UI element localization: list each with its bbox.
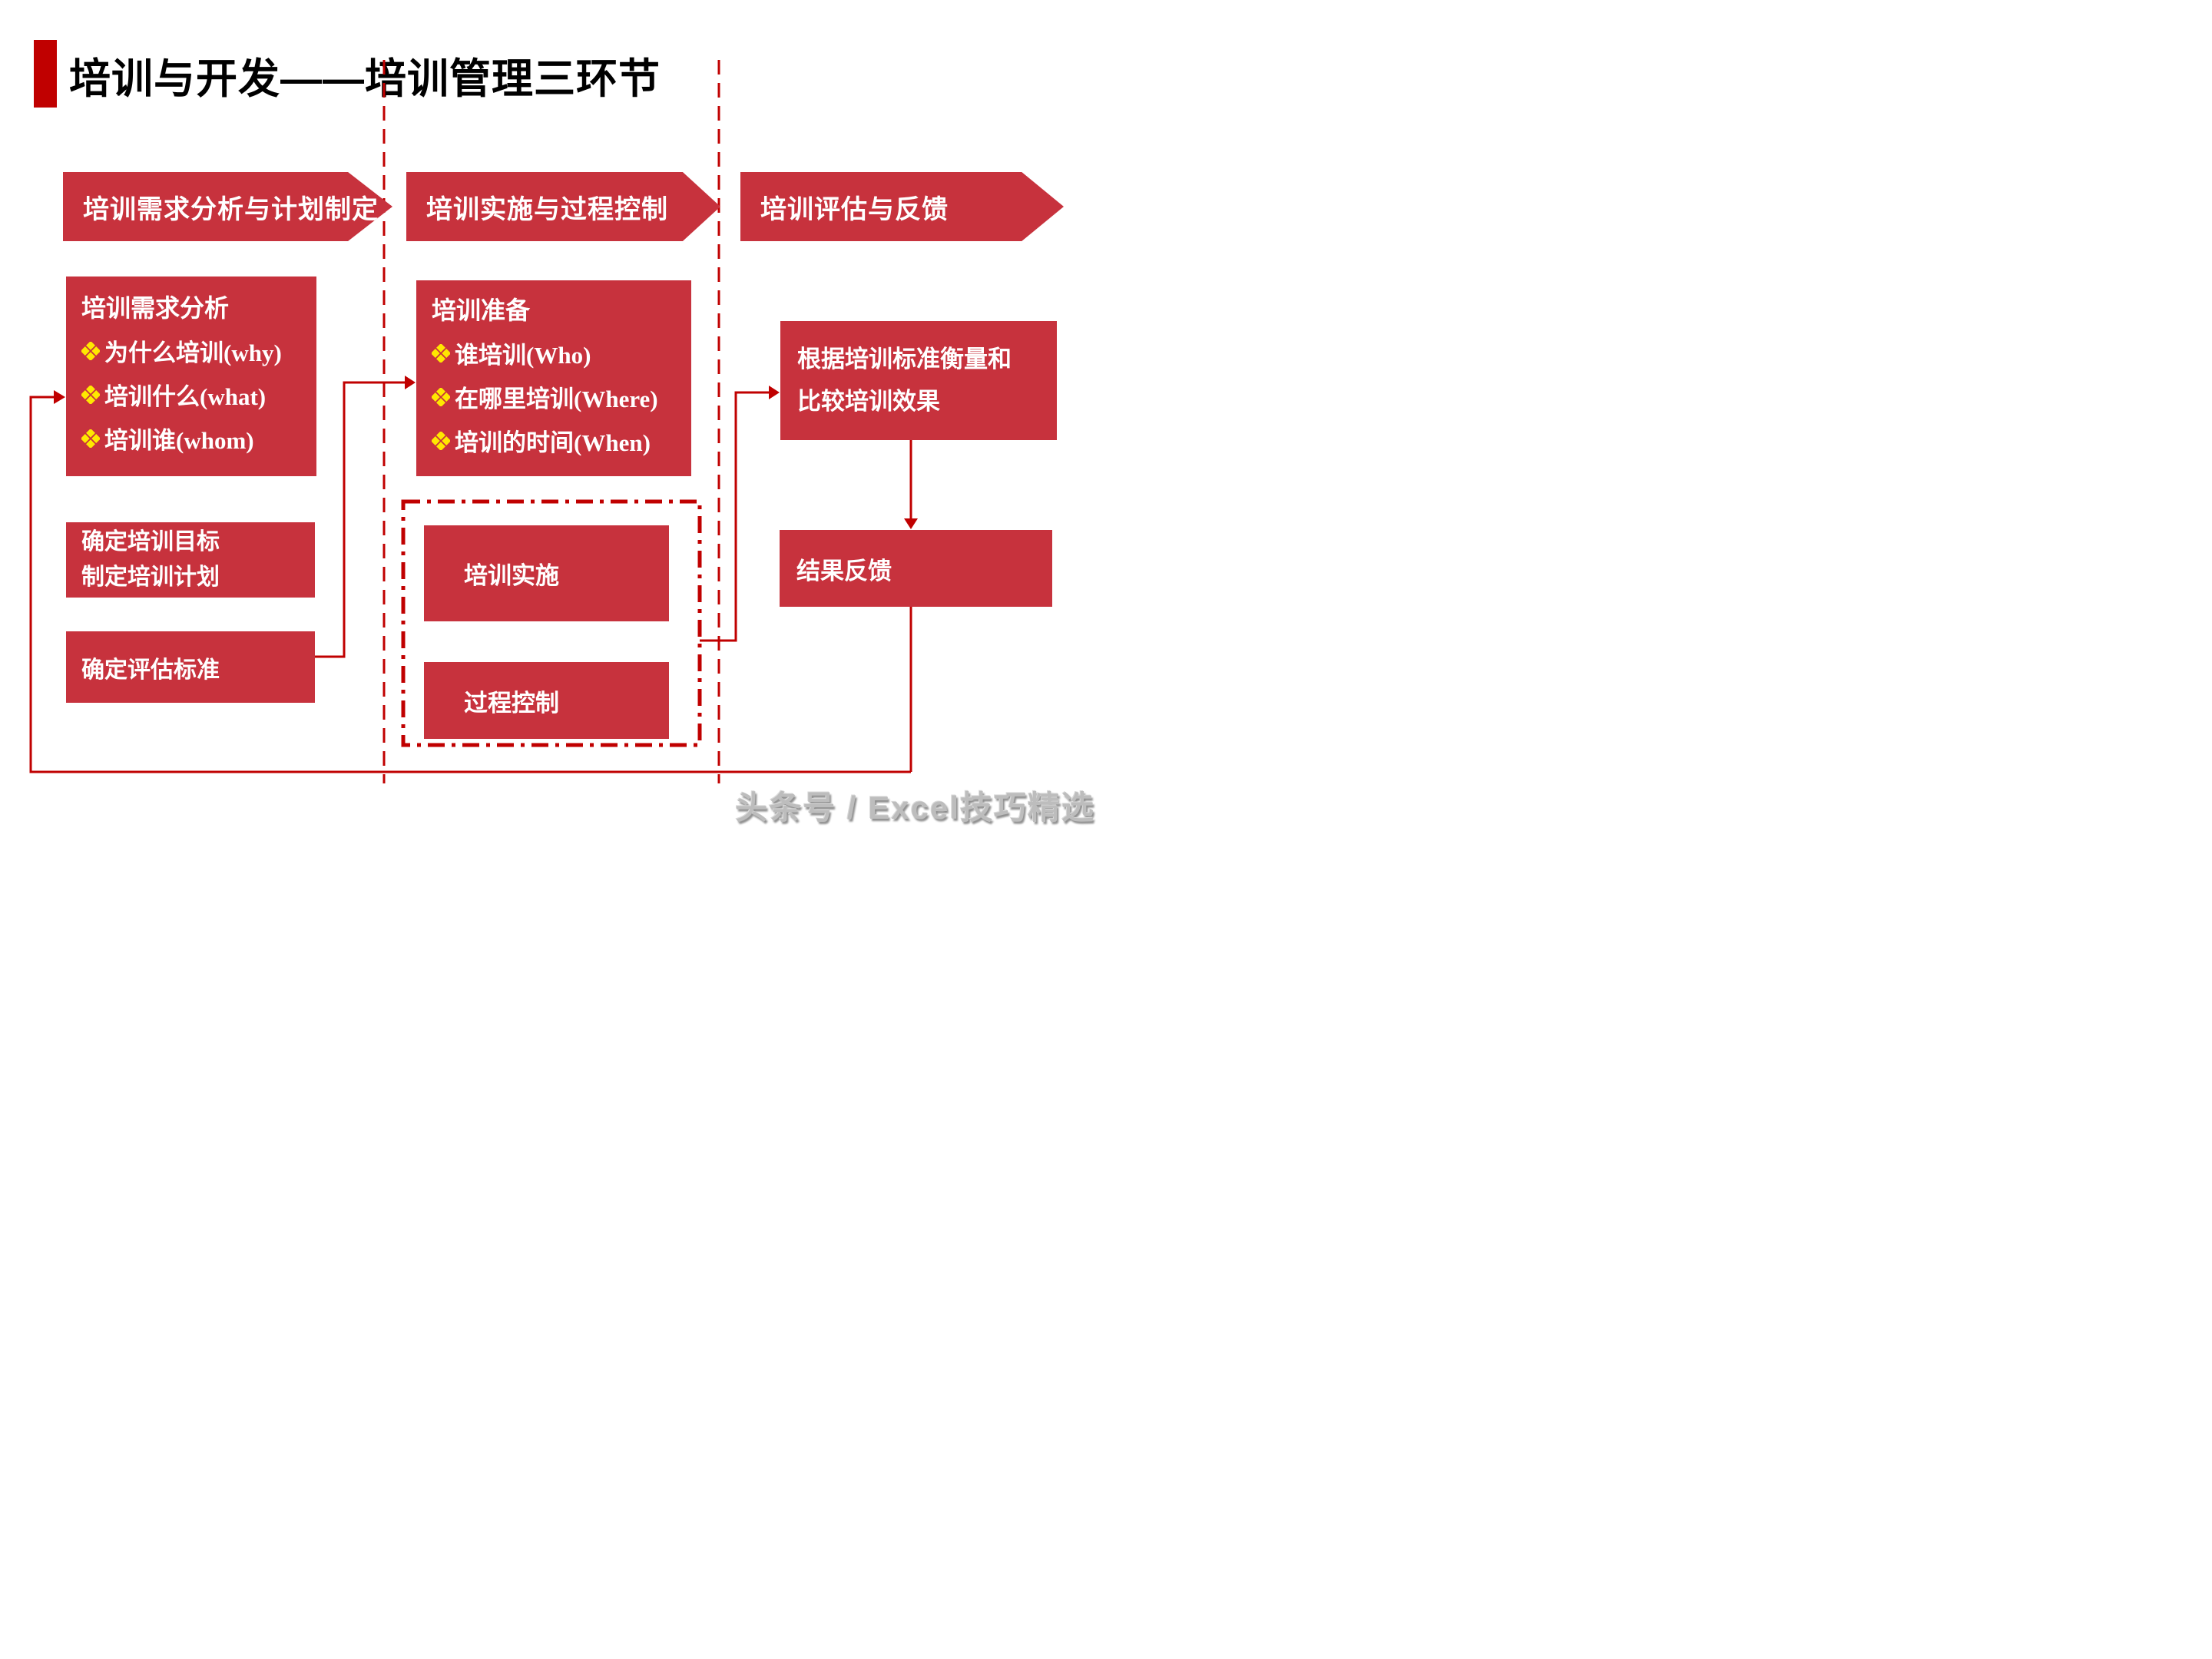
bullet-label: 谁培训(Who) xyxy=(455,342,591,369)
bullet-item: 培训谁(whom) xyxy=(81,421,316,455)
stage-arrow-label: 培训实施与过程控制 xyxy=(426,195,668,224)
box-title: 培训准备 xyxy=(432,296,531,324)
box-label: 过程控制 xyxy=(464,689,559,717)
stage-arrow-needs-analysis: 培训需求分析与计划制定 xyxy=(63,172,392,241)
box-title: 培训需求分析 xyxy=(81,294,230,322)
bullet-item: 在哪里培训(Where) xyxy=(432,379,691,414)
bullet-item: 培训什么(what) xyxy=(81,377,316,412)
process-control-box: 过程控制 xyxy=(424,662,669,739)
diamond-bullet-icon xyxy=(432,387,450,406)
diamond-bullet-icon xyxy=(81,385,100,404)
control-to-measure-arrowhead-icon xyxy=(769,386,780,399)
title-accent-bar xyxy=(34,40,57,108)
feedback-loop-line xyxy=(29,396,911,773)
control-to-measure-line xyxy=(700,391,769,642)
box-label: 确定评估标准 xyxy=(81,657,220,683)
criteria-to-prep-line xyxy=(315,381,405,658)
diamond-bullet-icon xyxy=(81,429,100,448)
stage-arrow-implementation: 培训实施与过程控制 xyxy=(406,172,720,241)
stage-arrow-label: 培训评估与反馈 xyxy=(760,195,949,224)
bullet-label: 培训什么(what) xyxy=(104,383,267,410)
criteria-to-prep-arrowhead-icon xyxy=(405,376,416,389)
evaluation-criteria-box: 确定评估标准 xyxy=(66,631,315,703)
box-line: 比较培训效果 xyxy=(797,387,940,415)
measure-effect-box: 根据培训标准衡量和 比较培训效果 xyxy=(780,321,1057,440)
result-feedback-box: 结果反馈 xyxy=(780,530,1052,607)
stage-arrow-label: 培训需求分析与计划制定 xyxy=(83,195,379,224)
connector-layer xyxy=(29,60,918,783)
box-label: 培训实施 xyxy=(464,562,559,589)
feedback-loop-arrowhead-icon xyxy=(54,390,65,404)
box-line: 确定培训目标 xyxy=(81,528,220,555)
diamond-bullet-icon xyxy=(81,341,100,360)
diamond-bullet-icon xyxy=(432,431,450,450)
slide-page: 培训与开发——培训管理三环节 培训需求分析与计划制定 培训实施与过程控制 培训评… xyxy=(0,0,1106,830)
needs-analysis-box: 培训需求分析 为什么培训(why) 培训什么(what) 培训谁(whom) xyxy=(66,276,316,476)
implementation-dashed-frame xyxy=(401,499,702,747)
training-preparation-box: 培训准备 谁培训(Who) 在哪里培训(Where) 培训的时间(When) xyxy=(416,280,691,476)
bullet-label: 培训的时间(When) xyxy=(455,429,651,456)
bullet-item: 谁培训(Who) xyxy=(432,336,691,370)
bullet-label: 在哪里培训(Where) xyxy=(455,386,658,412)
page-title: 培训与开发——培训管理三环节 xyxy=(69,56,661,102)
stage-arrow-evaluation: 培训评估与反馈 xyxy=(740,172,1064,241)
goal-plan-box: 确定培训目标 制定培训计划 xyxy=(66,522,315,598)
bullet-label: 为什么培训(why) xyxy=(104,339,282,366)
box-label: 结果反馈 xyxy=(796,557,892,584)
box-line: 根据培训标准衡量和 xyxy=(797,346,1012,373)
bullet-item: 培训的时间(When) xyxy=(432,423,691,458)
training-implementation-box: 培训实施 xyxy=(424,525,669,621)
diamond-bullet-icon xyxy=(432,343,450,363)
measure-to-feedback-arrowhead-icon xyxy=(904,518,918,529)
watermark-text: 头条号 / Excel技巧精选 xyxy=(735,790,1095,826)
bullet-item: 为什么培训(why) xyxy=(81,333,316,368)
bullet-label: 培训谁(whom) xyxy=(104,427,254,454)
box-line: 制定培训计划 xyxy=(81,565,220,590)
